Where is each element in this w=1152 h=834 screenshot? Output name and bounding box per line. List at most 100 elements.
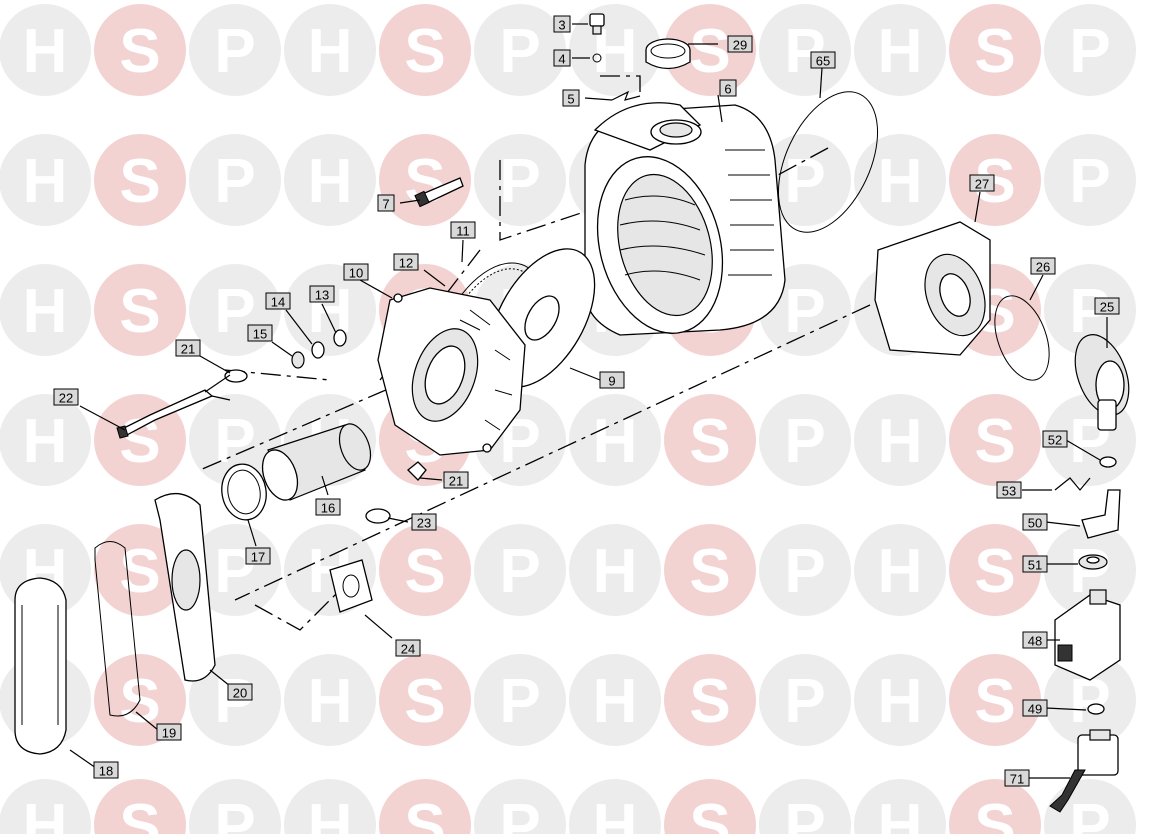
watermark-letter: S (689, 792, 730, 834)
part-label-10[interactable]: 10 (343, 263, 369, 281)
part-label-15[interactable]: 15 (247, 324, 273, 342)
watermark-circle (1044, 524, 1136, 616)
part-label-box (245, 547, 271, 565)
gasket-21a (224, 369, 248, 383)
part-label-18[interactable]: 18 (93, 761, 119, 779)
part-label-20[interactable]: 20 (227, 683, 253, 701)
part-label-12[interactable]: 12 (393, 253, 419, 271)
part-label-box (93, 761, 119, 779)
watermark-letter: P (784, 667, 825, 736)
part-label-29[interactable]: 29 (727, 35, 753, 53)
watermark-circle (474, 779, 566, 834)
part-label-4[interactable]: 4 (553, 49, 571, 67)
watermark-letter: H (878, 407, 923, 476)
watermark-letter: P (499, 792, 540, 834)
part-label-53[interactable]: 53 (996, 481, 1022, 499)
part-label-7[interactable]: 7 (377, 194, 395, 212)
watermark-circle (284, 134, 376, 226)
leader-lines (69, 23, 1108, 779)
part-label-9[interactable]: 9 (599, 371, 625, 389)
part-label-box (156, 723, 182, 741)
part-label-52[interactable]: 52 (1042, 430, 1068, 448)
part-label-box (411, 513, 437, 531)
watermark-circle (189, 394, 281, 486)
part-label-3[interactable]: 3 (553, 15, 571, 33)
watermark-letter: P (214, 792, 255, 834)
part-label-box (553, 15, 571, 33)
watermark-letter: S (404, 17, 445, 86)
gasket-23 (365, 508, 391, 524)
part-label-text: 3 (558, 18, 565, 33)
part-label-box (393, 253, 419, 271)
watermark-circle (0, 394, 91, 486)
watermark-letter: H (593, 537, 638, 606)
part-label-box (553, 49, 571, 67)
part-label-22[interactable]: 22 (53, 388, 79, 406)
part-label-71[interactable]: 71 (1004, 769, 1030, 787)
part-label-text: 23 (417, 516, 431, 531)
part-label-box (1022, 699, 1048, 717)
part-label-50[interactable]: 50 (1022, 513, 1048, 531)
parts-illustration (14, 13, 1130, 813)
watermark-circle (189, 4, 281, 96)
part-label-49[interactable]: 49 (1022, 699, 1048, 717)
watermark-letter: P (1069, 792, 1110, 834)
watermark-grid: HSPHSPHSPHSPHSPHSPHSPHSPHSPHSPHSPHSPHSPH… (0, 4, 1136, 834)
sensor-7 (414, 177, 464, 208)
part-label-text: 26 (1036, 260, 1050, 275)
watermark-circle (854, 654, 946, 746)
part-label-text: 21 (449, 474, 463, 489)
part-label-24[interactable]: 24 (395, 639, 421, 657)
part-label-21[interactable]: 21 (443, 471, 469, 489)
part-label-text: 20 (233, 686, 247, 701)
watermark-letter: S (689, 17, 730, 86)
watermark-circle (474, 4, 566, 96)
part-label-5[interactable]: 5 (562, 89, 580, 107)
part-label-box (309, 285, 335, 303)
part-label-13[interactable]: 13 (309, 285, 335, 303)
part-label-14[interactable]: 14 (265, 292, 291, 310)
watermark-circle (569, 394, 661, 486)
part-label-text: 71 (1010, 772, 1024, 787)
watermark-letter: P (214, 667, 255, 736)
part-label-65[interactable]: 65 (810, 51, 836, 69)
part-label-23[interactable]: 23 (411, 513, 437, 531)
part-label-text: 29 (733, 38, 747, 53)
watermark-letter: H (593, 667, 638, 736)
part-label-6[interactable]: 6 (719, 79, 737, 97)
part-label-21[interactable]: 21 (175, 339, 201, 357)
part-label-27[interactable]: 27 (969, 174, 995, 192)
watermark-circle (664, 654, 756, 746)
watermark-circle (474, 654, 566, 746)
front-cover-18 (14, 577, 67, 755)
watermark-letter: P (214, 407, 255, 476)
part-label-17[interactable]: 17 (245, 547, 271, 565)
watermark-letter: P (784, 792, 825, 834)
part-label-19[interactable]: 19 (156, 723, 182, 741)
plate-24 (329, 559, 373, 613)
watermark-circle (1044, 264, 1136, 356)
watermark-circle (854, 134, 946, 226)
watermark-circle (189, 134, 281, 226)
part-label-11[interactable]: 11 (450, 221, 476, 239)
watermark-letter: H (23, 792, 68, 834)
part-label-51[interactable]: 51 (1022, 555, 1048, 573)
watermark-circle (474, 524, 566, 616)
part-label-text: 12 (399, 256, 413, 271)
watermark-circle (0, 264, 91, 356)
part-label-25[interactable]: 25 (1094, 297, 1120, 315)
part-label-48[interactable]: 48 (1022, 631, 1048, 649)
watermark-circle (949, 394, 1041, 486)
part-label-26[interactable]: 26 (1030, 257, 1056, 275)
part-label-text: 51 (1028, 558, 1042, 573)
watermark-letter: H (308, 147, 353, 216)
gasket-21b (407, 461, 427, 481)
part-label-text: 15 (253, 327, 267, 342)
part-label-16[interactable]: 16 (315, 498, 341, 516)
part-label-box (395, 639, 421, 657)
part-label-box (727, 35, 753, 53)
o-ring-4 (592, 53, 602, 63)
watermark-circle (759, 779, 851, 834)
elbow-50 (1081, 489, 1121, 539)
watermark-letter: S (404, 537, 445, 606)
